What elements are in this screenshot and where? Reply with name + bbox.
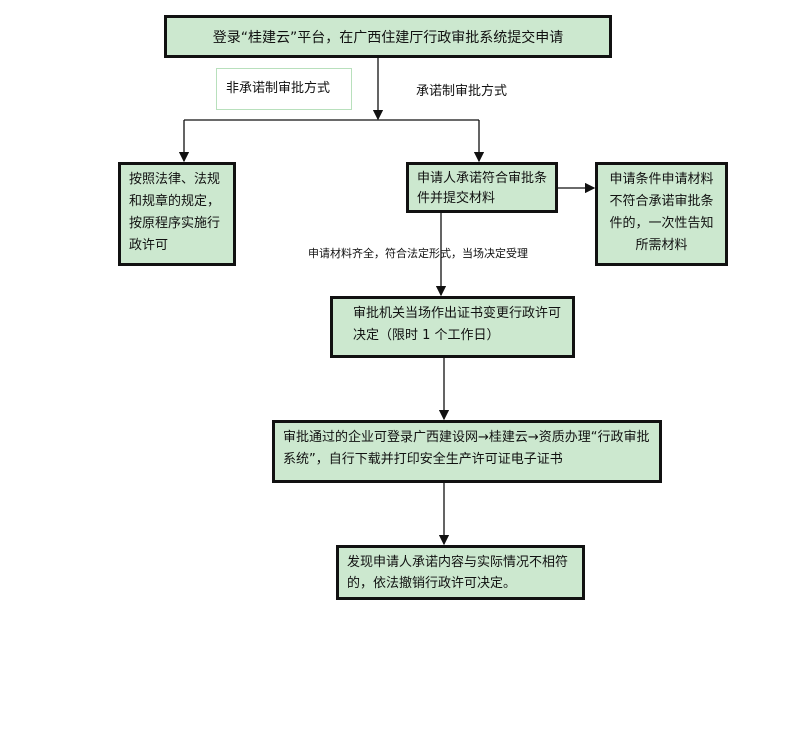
node-commit: 申请人承诺符合审批条件并提交材料 bbox=[406, 162, 558, 213]
node-revoke: 发现申请人承诺内容与实际情况不相符的，依法撤销行政许可决定。 bbox=[336, 545, 585, 600]
label-non-commit-mode: 非承诺制审批方式 bbox=[216, 68, 352, 110]
node-decision: 审批机关当场作出证书变更行政许可决定（限时 1 个工作日） bbox=[330, 296, 575, 358]
label-accept: 申请材料齐全，符合法定形式，当场决定受理 bbox=[308, 247, 528, 260]
node-start: 登录“桂建云”平台，在广西住建厅行政审批系统提交申请 bbox=[164, 15, 612, 58]
node-not-meet: 申请条件申请材料不符合承诺审批条件的，一次性告知所需材料 bbox=[595, 162, 728, 266]
label-commit-mode: 承诺制审批方式 bbox=[416, 84, 508, 99]
node-download: 审批通过的企业可登录广西建设网→桂建云→资质办理“行政审批系统”，自行下载并打印… bbox=[272, 420, 662, 483]
node-non-commit: 按照法律、法规和规章的规定，按原程序实施行政许可 bbox=[118, 162, 236, 266]
